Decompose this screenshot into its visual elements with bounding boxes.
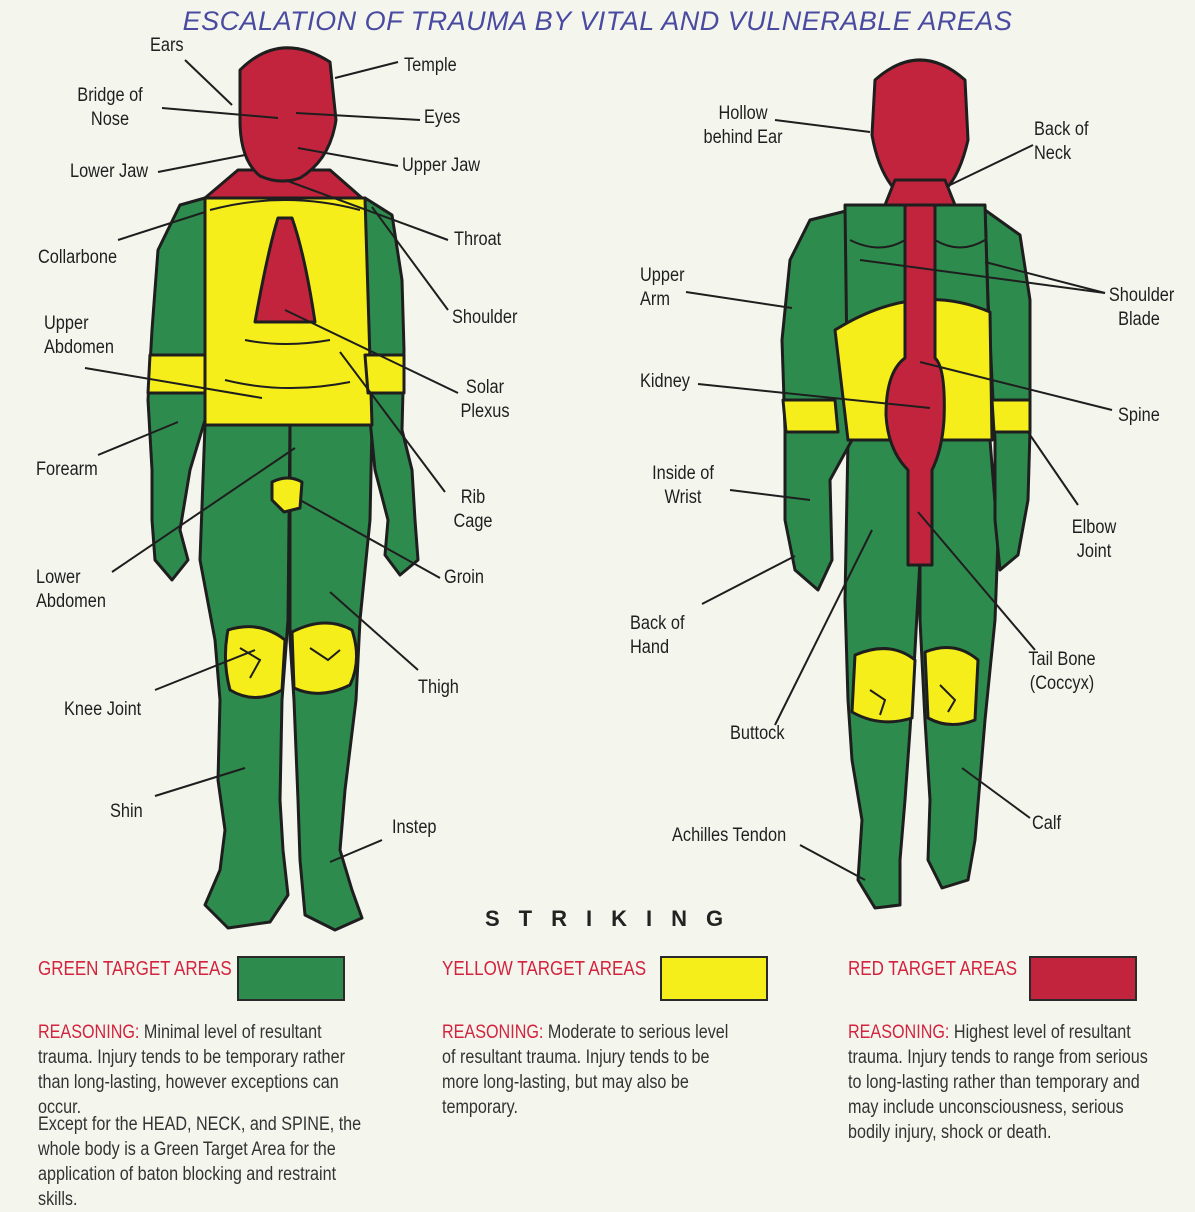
label-kidney: Kidney	[640, 370, 690, 394]
label-eyes: Eyes	[424, 106, 460, 130]
label-collarbone: Collarbone	[38, 246, 117, 270]
back-neck	[885, 180, 955, 205]
legend-red-title: RED TARGET AREAS	[848, 958, 1017, 981]
label-upper-arm: Upper Arm	[640, 264, 685, 312]
legend-red-swatch	[1029, 956, 1137, 1001]
legend-red-reasoning: REASONING: Highest level of resultant tr…	[848, 1020, 1154, 1145]
label-solar-plexus: Solar Plexus	[457, 376, 514, 424]
reasoning-key: REASONING:	[442, 1022, 543, 1043]
label-ears: Ears	[150, 34, 184, 58]
label-temple: Temple	[404, 54, 457, 78]
label-shoulder: Shoulder	[452, 306, 517, 330]
legend-yellow-swatch	[660, 956, 768, 1001]
label-thigh: Thigh	[418, 676, 459, 700]
front-left-knee	[225, 627, 285, 698]
label-bridge-of-nose: Bridge of Nose	[70, 84, 149, 132]
label-shin: Shin	[110, 800, 143, 824]
label-buttock: Buttock	[730, 722, 785, 746]
label-calf: Calf	[1032, 812, 1061, 836]
label-knee-joint: Knee Joint	[64, 698, 141, 722]
legend-green-note: Except for the HEAD, NECK, and SPINE, th…	[38, 1112, 378, 1212]
label-hollow-behind-ear: Hollow behind Ear	[699, 102, 787, 150]
reasoning-key: REASONING:	[38, 1022, 139, 1043]
label-lower-jaw: Lower Jaw	[70, 160, 148, 184]
label-upper-jaw: Upper Jaw	[402, 154, 480, 178]
label-shoulder-blade: Shoulder Blade	[1109, 284, 1169, 332]
label-instep: Instep	[392, 816, 437, 840]
label-rib-cage: Rib Cage	[453, 486, 493, 534]
legend-green-reasoning: REASONING: Minimal level of resultant tr…	[38, 1020, 370, 1120]
back-right-elbow-band	[992, 400, 1030, 432]
back-figure	[782, 60, 1030, 908]
label-back-of-neck: Back of Neck	[1034, 118, 1089, 166]
label-back-of-hand: Back of Hand	[630, 612, 685, 660]
back-left-elbow-band	[783, 400, 838, 432]
legend-yellow-reasoning: REASONING: Moderate to serious level of …	[442, 1020, 731, 1120]
back-left-knee	[852, 649, 915, 722]
label-tail-bone: Tail Bone (Coccyx)	[1024, 648, 1100, 696]
label-throat: Throat	[454, 228, 501, 252]
label-achilles-tendon: Achilles Tendon	[672, 824, 786, 848]
legend-green-title: GREEN TARGET AREAS	[38, 958, 232, 981]
label-groin: Groin	[444, 566, 484, 590]
label-spine: Spine	[1118, 404, 1160, 428]
reasoning-key: REASONING:	[848, 1022, 949, 1043]
legend-green-swatch	[237, 956, 345, 1001]
label-inside-of-wrist: Inside of Wrist	[646, 462, 720, 510]
label-elbow-joint: Elbow Joint	[1070, 516, 1118, 564]
label-upper-abdomen: Upper Abdomen	[44, 312, 114, 360]
section-heading: STRIKING	[485, 906, 742, 932]
back-right-knee	[925, 648, 978, 725]
label-forearm: Forearm	[36, 458, 98, 482]
back-head	[872, 60, 968, 190]
label-lower-abdomen: Lower Abdomen	[36, 566, 106, 614]
legend-yellow-title: YELLOW TARGET AREAS	[442, 958, 646, 981]
front-figure	[148, 48, 418, 930]
front-right-elbow-band	[365, 355, 404, 393]
